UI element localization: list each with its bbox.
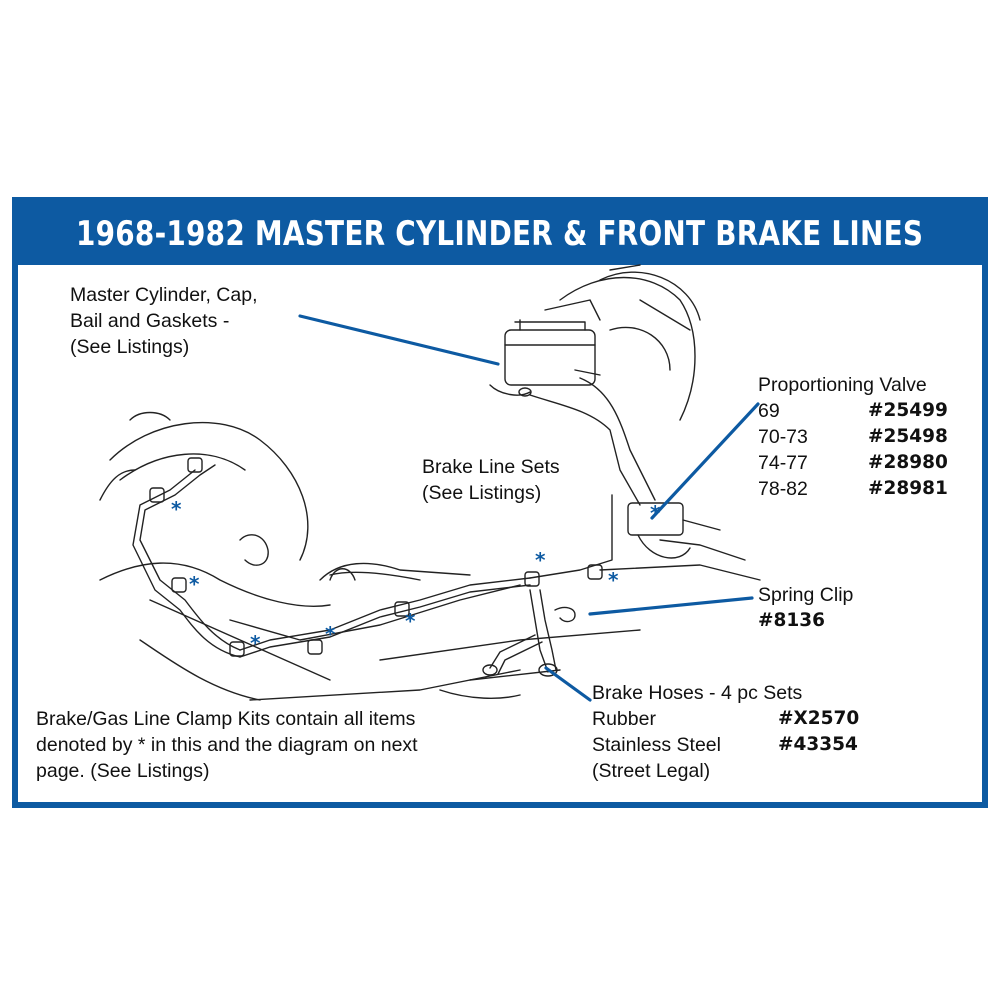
brake-line-sets-label: Brake Line Sets (See Listings) — [422, 456, 560, 504]
part-row: 70-73 #25498 — [758, 426, 948, 448]
spring-clip-block: Spring Clip #8136 — [758, 582, 853, 634]
part-row: 69 #25499 — [758, 400, 948, 422]
master-cylinder-label: Master Cylinder, Cap, Bail and Gaskets -… — [70, 284, 258, 358]
master-cylinder-leader — [298, 314, 500, 366]
clamp-asterisk: * — [171, 497, 182, 521]
spring-clip-heading: Spring Clip — [758, 584, 854, 606]
hose-row: Stainless Steel #43354 — [592, 734, 858, 756]
spring-clip-part: #8136 — [758, 610, 825, 631]
diagram-panel: 1968-1982 MASTER CYLINDER & FRONT BRAKE … — [12, 197, 988, 808]
clamp-asterisk: * — [608, 568, 619, 592]
brake-hoses-block: Brake Hoses - 4 pc Sets Rubber #X2570 St… — [592, 680, 859, 784]
clamp-asterisk: * — [405, 609, 416, 633]
page-title: 1968-1982 MASTER CYLINDER & FRONT BRAKE … — [76, 214, 924, 254]
clamp-asterisk: * — [650, 501, 661, 525]
title-bar: 1968-1982 MASTER CYLINDER & FRONT BRAKE … — [18, 203, 982, 265]
clamp-kits-note: Brake/Gas Line Clamp Kits contain all it… — [36, 708, 418, 782]
brake-hoses-note: (Street Legal) — [592, 760, 711, 782]
brake-hoses-heading: Brake Hoses - 4 pc Sets — [592, 682, 803, 704]
part-row: 74-77 #28980 — [758, 452, 948, 474]
clamp-asterisk: * — [535, 548, 546, 572]
brake-hose-leader — [544, 666, 592, 702]
clamp-asterisk: * — [250, 631, 261, 655]
proportioning-valve-leader — [650, 402, 760, 520]
part-row: 78-82 #28981 — [758, 478, 948, 500]
spring-clip-leader — [588, 596, 754, 616]
proportioning-valve-block: Proportioning Valve 69 #25499 70-73 #254… — [758, 372, 948, 502]
hose-row: Rubber #X2570 — [592, 708, 860, 730]
proportioning-valve-heading: Proportioning Valve — [758, 374, 927, 396]
clamp-asterisk: * — [325, 622, 336, 646]
clamp-asterisk: * — [189, 572, 200, 596]
